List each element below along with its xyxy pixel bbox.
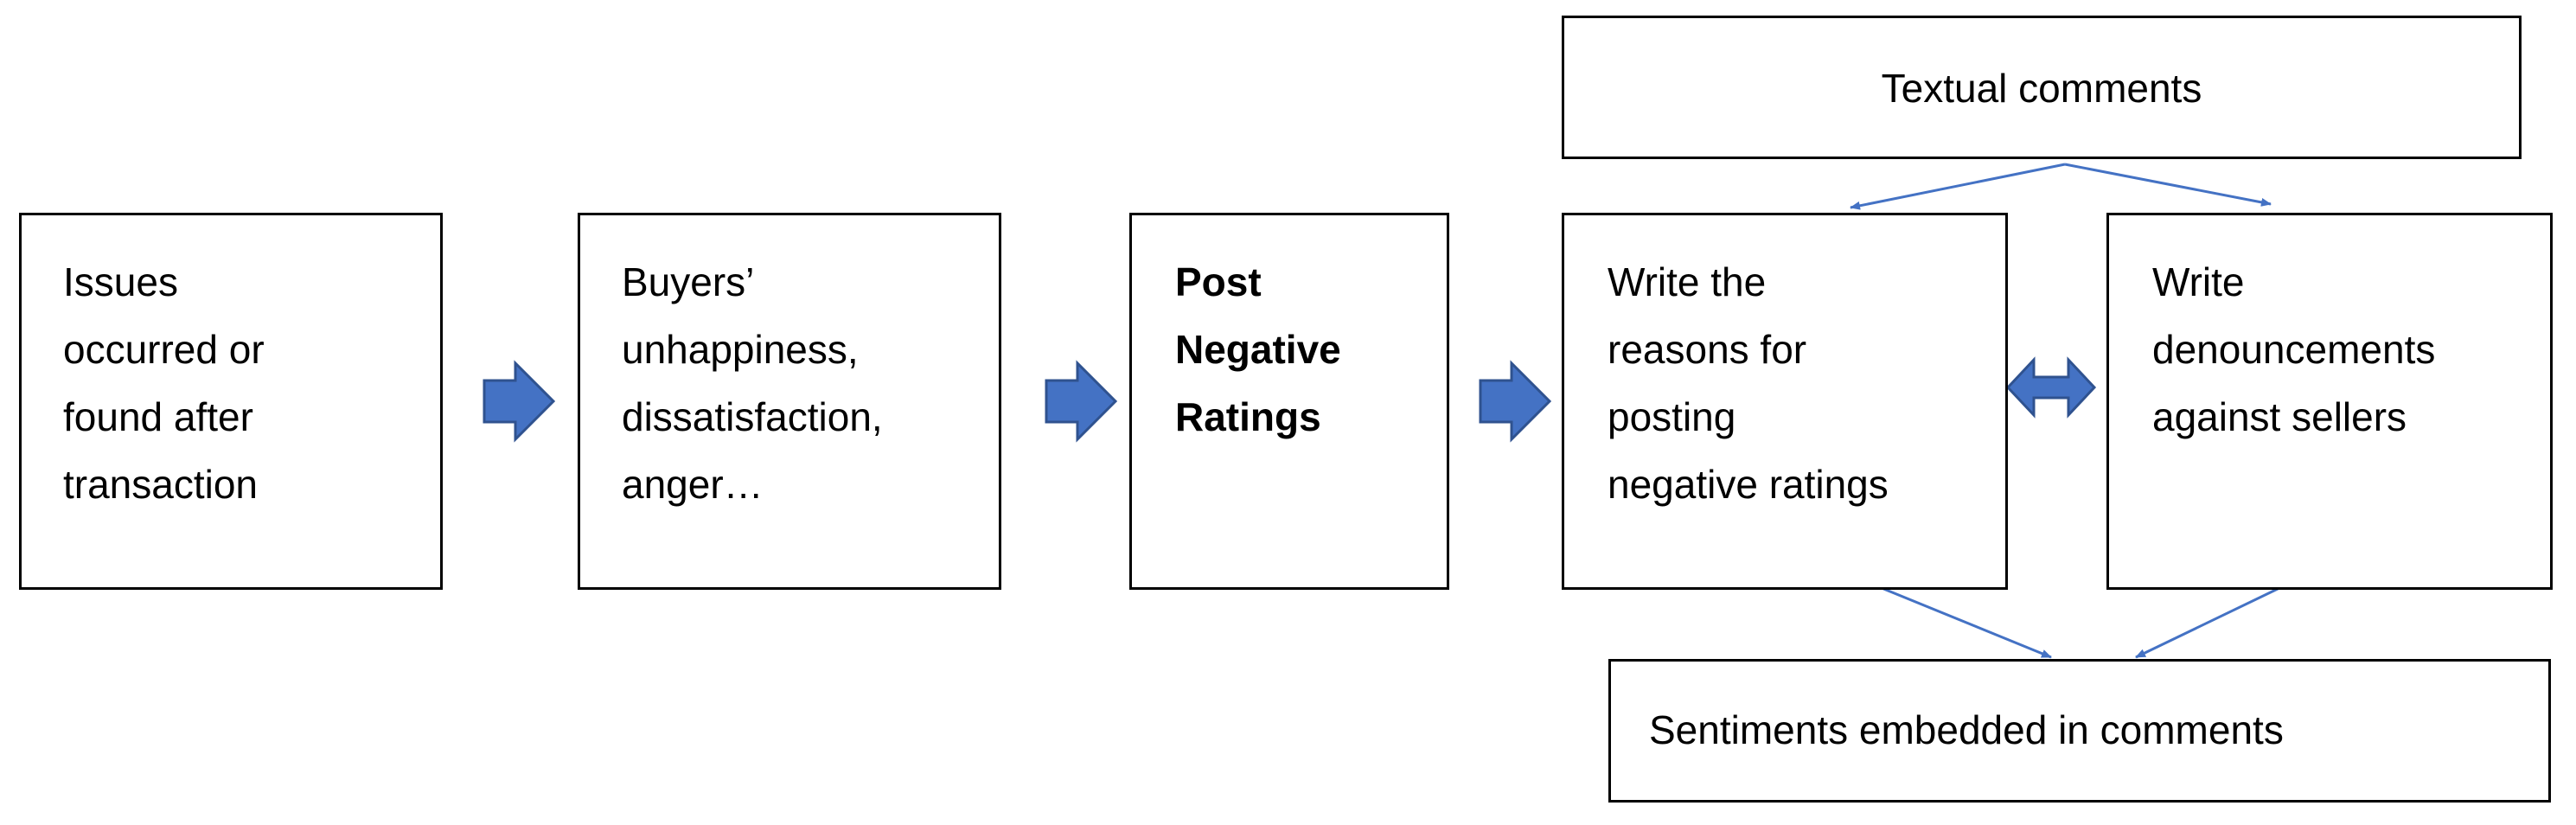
node-denounce-line-2: denouncements (2152, 327, 2436, 372)
node-textual-comments: Textual comments (1562, 16, 2522, 159)
node-post-negative-ratings: Post Negative Ratings (1129, 213, 1449, 590)
node-reasons-line-3: posting (1608, 394, 1736, 439)
node-sentiments-label: Sentiments embedded in comments (1649, 707, 2284, 752)
flow-arrow-buyers-to-post (1045, 360, 1118, 443)
node-buyers-text: Buyers’ unhappiness, dissatisfaction, an… (622, 248, 883, 518)
node-buyers-line-4: anger… (622, 462, 764, 507)
node-issues-line-1: Issues (63, 259, 178, 304)
node-denounce-text: Write denouncements against sellers (2152, 248, 2435, 451)
node-issues: Issues occurred or found after transacti… (19, 213, 443, 590)
node-denounce-line-1: Write (2152, 259, 2245, 304)
line-textual-to-denounce (2064, 163, 2272, 207)
node-denounce-line-3: against sellers (2152, 394, 2407, 439)
line-reasons-to-sentiments (1881, 586, 2052, 659)
node-post-line-1: Post (1175, 259, 1262, 304)
node-post-line-3: Ratings (1175, 394, 1321, 439)
node-issues-line-3: found after (63, 394, 253, 439)
node-buyers-line-2: unhappiness, (622, 327, 859, 372)
node-reasons-text: Write the reasons for posting negative r… (1608, 248, 1889, 518)
node-post-text: Post Negative Ratings (1175, 248, 1341, 451)
flow-arrow-issues-to-buyers (483, 360, 556, 443)
node-issues-line-4: transaction (63, 462, 259, 507)
node-textual-label: Textual comments (1881, 66, 2202, 111)
node-buyers-line-3: dissatisfaction, (622, 394, 883, 439)
node-write-denouncements: Write denouncements against sellers (2106, 213, 2553, 590)
node-write-reasons: Write the reasons for posting negative r… (1562, 213, 2008, 590)
node-reasons-line-1: Write the (1608, 259, 1767, 304)
node-sentiments: Sentiments embedded in comments (1608, 659, 2551, 803)
node-post-line-2: Negative (1175, 327, 1341, 372)
node-buyers: Buyers’ unhappiness, dissatisfaction, an… (578, 213, 1001, 590)
flow-arrow-post-to-reasons (1479, 360, 1552, 443)
line-textual-to-reasons (1850, 163, 2066, 210)
node-issues-text: Issues occurred or found after transacti… (63, 248, 265, 518)
node-reasons-line-4: negative ratings (1608, 462, 1889, 507)
double-arrow-reasons-denounce (2005, 356, 2097, 419)
node-issues-line-2: occurred or (63, 327, 265, 372)
line-denounce-to-sentiments (2135, 586, 2280, 659)
node-reasons-line-2: reasons for (1608, 327, 1807, 372)
node-buyers-line-1: Buyers’ (622, 259, 755, 304)
